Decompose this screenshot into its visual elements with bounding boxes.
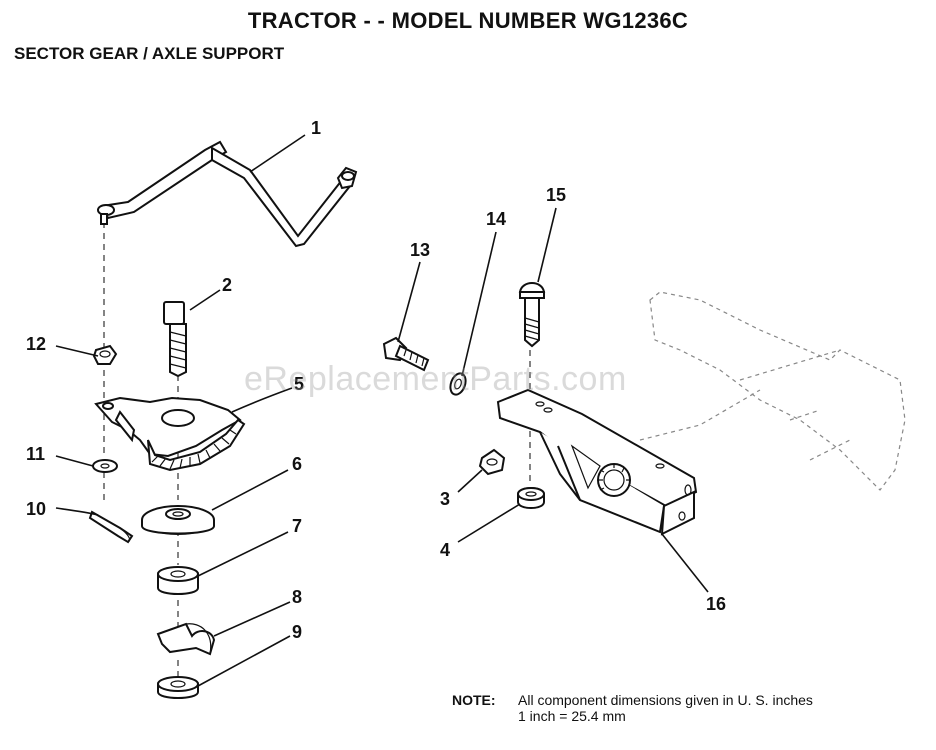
note-line-1: All component dimensions given in U. S. … [518,692,813,708]
callout-2: 2 [222,275,232,295]
callout-3: 3 [440,489,450,509]
watermark: eReplacementParts.com [244,360,627,398]
callout-10: 10 [26,499,46,519]
callout-12: 12 [26,334,46,354]
part-8-clamp[interactable] [156,622,216,656]
part-5-sector-gear[interactable] [94,396,246,472]
callout-5: 5 [294,374,304,394]
callout-labels: 1 2 3 4 5 6 7 8 9 10 11 12 13 14 15 16 [26,118,726,642]
part-4-nut[interactable] [517,487,545,509]
callout-13: 13 [410,240,430,260]
part-9-nut[interactable] [157,676,199,699]
callout-14: 14 [486,209,506,229]
part-3-nut[interactable] [478,448,506,476]
part-10-cotter-pin[interactable] [88,510,134,544]
note-line-2: 1 inch = 25.4 mm [518,708,626,724]
callout-16: 16 [706,594,726,614]
leader-lines [55,134,709,687]
part-15-carriage-bolt[interactable] [518,282,546,348]
part-13-bolt[interactable] [382,336,430,372]
part-6-bushing[interactable] [141,505,215,535]
callout-4: 4 [440,540,450,560]
part-12-nut[interactable] [92,344,118,365]
note-label: NOTE: [452,692,496,708]
note-block: NOTE: All component dimensions given in U… [452,692,813,724]
callout-9: 9 [292,622,302,642]
callout-8: 8 [292,587,302,607]
callout-1: 1 [311,118,321,138]
part-7-spacer[interactable] [157,566,199,595]
callout-15: 15 [546,185,566,205]
page-title: TRACTOR - - MODEL NUMBER WG1236C [247,8,689,33]
section-title: SECTOR GEAR / AXLE SUPPORT [14,44,285,63]
part-16-axle-support[interactable] [496,388,698,536]
part-2-bolt[interactable] [163,301,187,378]
callout-6: 6 [292,454,302,474]
axle-frame-outline [639,291,906,491]
part-14-washer[interactable] [448,371,469,396]
callout-7: 7 [292,516,302,536]
part-1-drag-link[interactable] [97,140,358,248]
part-11-washer[interactable] [92,459,118,473]
callout-11: 11 [26,444,45,464]
